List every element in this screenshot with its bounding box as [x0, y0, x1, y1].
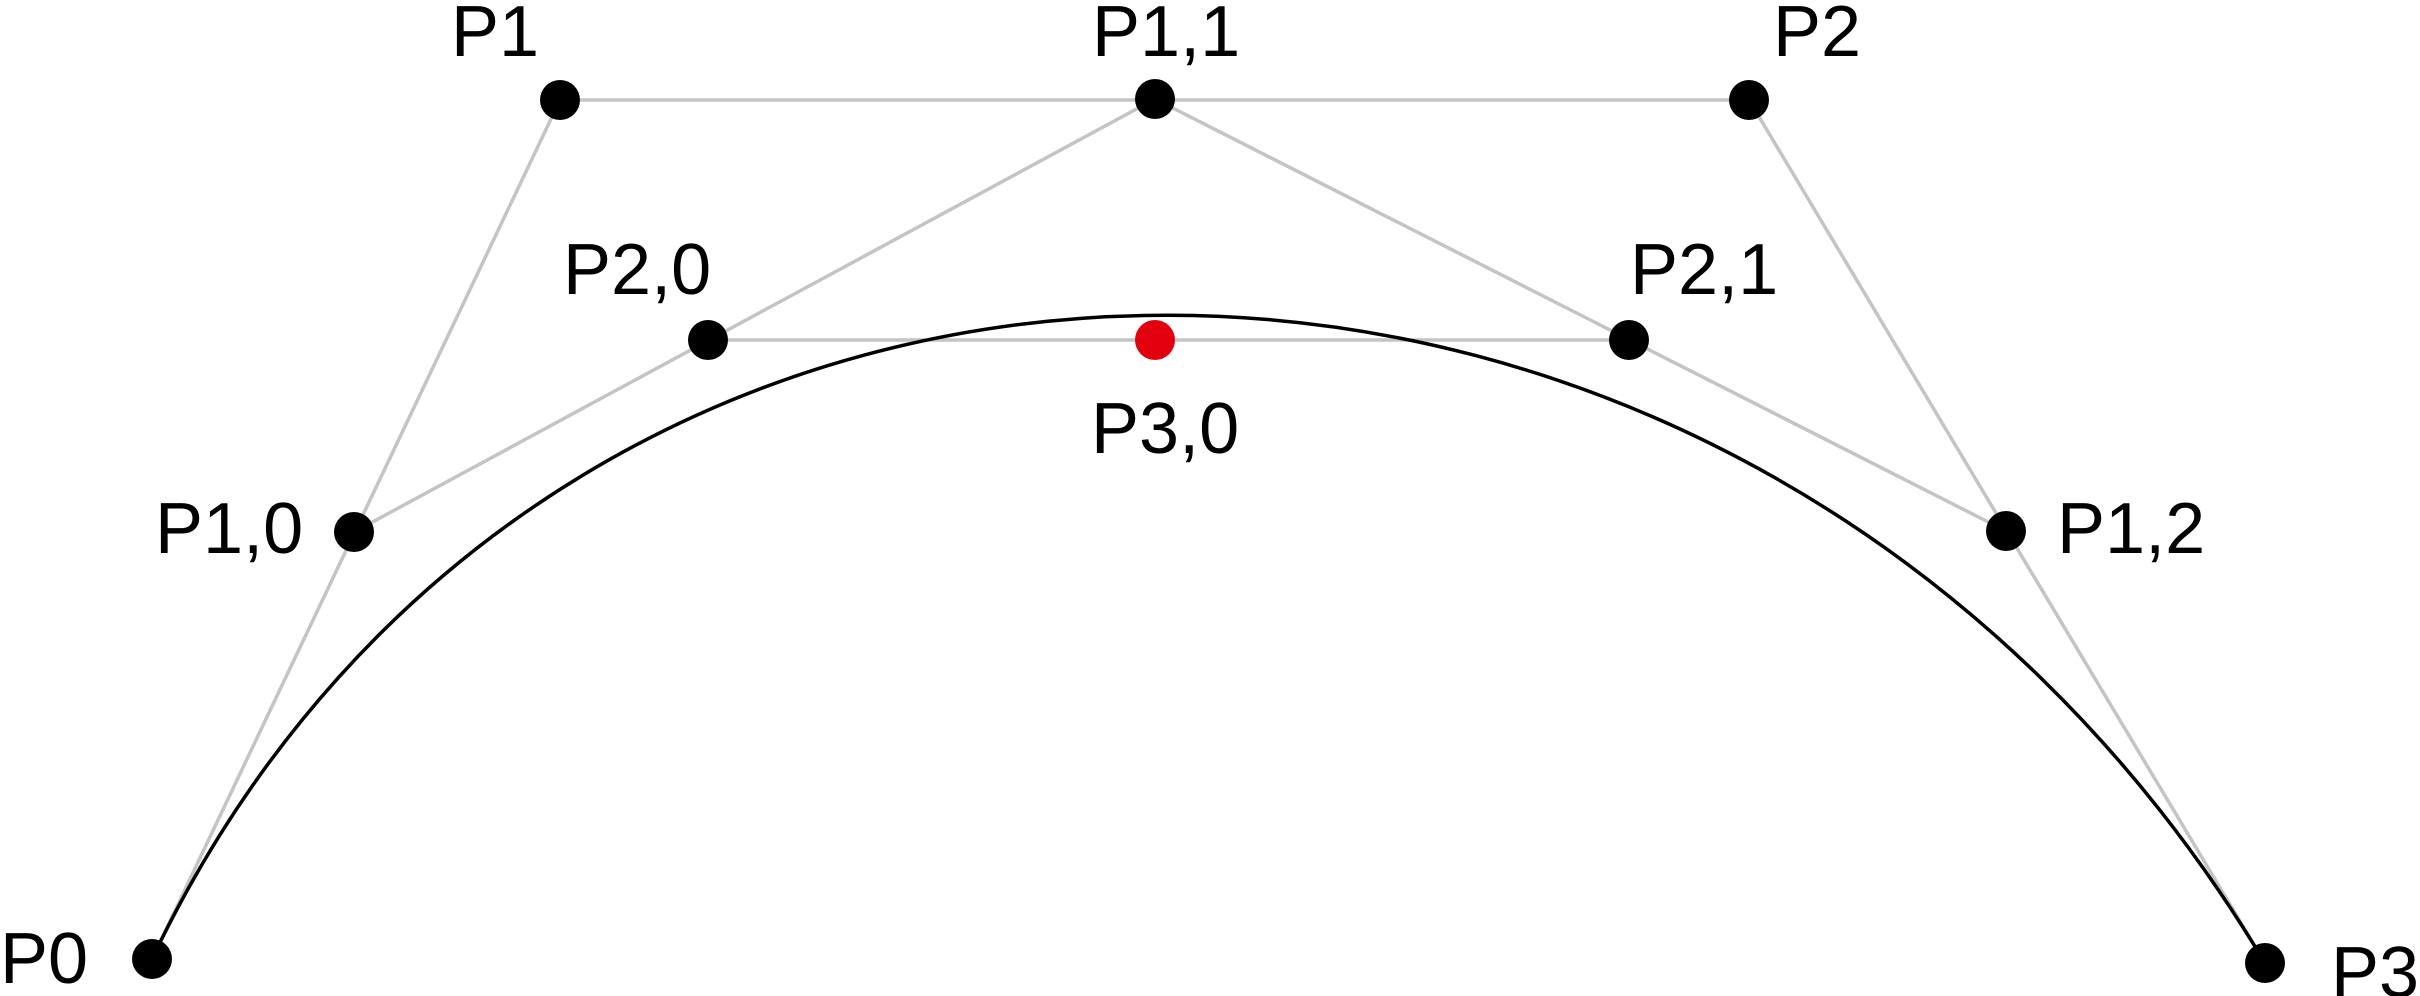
label-p2: P2 — [1773, 0, 1861, 72]
label-p1-1: P1,1 — [1092, 0, 1240, 72]
label-p2-1: P2,1 — [1630, 230, 1778, 310]
label-p1-2: P1,2 — [2057, 489, 2205, 569]
point-p3-0-highlighted — [1135, 320, 1175, 360]
bezier-curve — [150, 313, 2267, 964]
point-p2-0 — [688, 320, 728, 360]
label-p1: P1 — [451, 0, 539, 72]
point-p1 — [540, 80, 580, 120]
control-points — [132, 79, 2285, 983]
label-p2-0: P2,0 — [563, 230, 711, 310]
segment-p1-1-to-p1-2 — [1154, 97, 2007, 533]
label-p0: P0 — [0, 919, 88, 996]
point-p1-0 — [334, 512, 374, 552]
construction-lines — [150, 97, 2267, 964]
point-p2 — [1729, 80, 1769, 120]
point-p0 — [132, 939, 172, 979]
label-p3-0: P3,0 — [1091, 389, 1239, 469]
label-p3: P3 — [2331, 933, 2419, 996]
point-p1-2 — [1986, 511, 2026, 551]
point-p2-1 — [1609, 320, 1649, 360]
segment-p1-0-to-p1-1 — [353, 97, 1156, 534]
label-p1-0: P1,0 — [155, 489, 303, 569]
point-p3 — [2245, 943, 2285, 983]
bezier-curve-layer — [150, 313, 2267, 964]
point-p1-1 — [1135, 79, 1175, 119]
